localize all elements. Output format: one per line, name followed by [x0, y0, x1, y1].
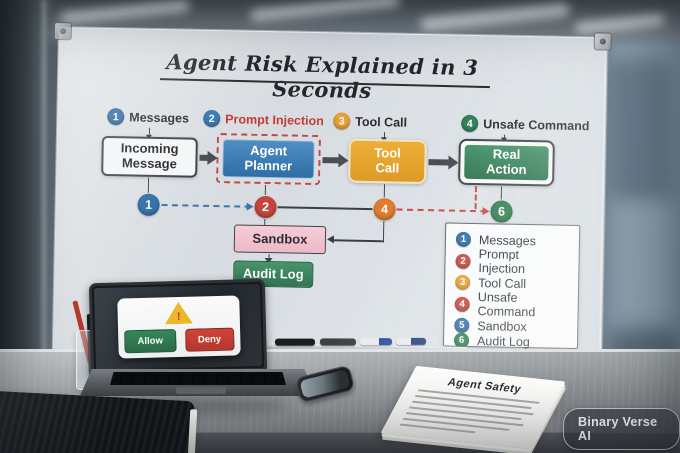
- number-badge-icon: 1: [107, 107, 125, 126]
- number-badge-icon: 1: [455, 231, 472, 247]
- allow-button[interactable]: Allow: [124, 329, 177, 354]
- legend-label: Prompt Injection: [478, 247, 526, 277]
- background-shelf: [610, 60, 672, 200]
- top-label-text: Messages: [129, 109, 190, 126]
- connector-box-to-step: [264, 185, 266, 196]
- flow-arrow-icon: [428, 155, 459, 170]
- box-tool-call: Tool Call: [348, 138, 427, 185]
- laptop-keyboard: [110, 372, 286, 385]
- step-circle-4: 4: [373, 198, 396, 221]
- step-circle-2: 2: [254, 195, 277, 219]
- legend-label: Messages: [478, 232, 537, 248]
- number-badge-icon: 3: [455, 274, 471, 290]
- connector-label-to-box: [148, 127, 151, 136]
- number-badge-icon: 4: [454, 296, 470, 312]
- box-agent-planner: Agent Planner: [222, 139, 315, 179]
- top-label-text: Tool Call: [355, 114, 408, 130]
- top-label-prompt-injection: 2 Prompt Injection: [203, 109, 324, 129]
- laptop-display: ! Allow Deny: [93, 283, 263, 371]
- background-shelf: [618, 205, 673, 320]
- number-badge-icon: 4: [461, 114, 479, 133]
- flow-arrow-icon: [199, 150, 218, 166]
- top-label-tool-call: 3 Tool Call: [333, 112, 407, 130]
- legend: 1 Messages 2 Prompt Injection 3 Tool Cal…: [442, 222, 581, 350]
- connector-label-to-box: [383, 132, 386, 139]
- legend-label: Unsafe Command: [477, 290, 536, 320]
- connector-label-to-box: [503, 134, 505, 139]
- laptop-trackpad: [176, 387, 226, 394]
- link-step4-down: [382, 221, 385, 243]
- watermark-badge: Binary Verse AI: [563, 408, 680, 450]
- legend-label: Sandbox: [477, 318, 527, 334]
- legend-label: Tool Call: [478, 275, 527, 291]
- step-link-2-4: [277, 206, 373, 211]
- box-incoming-message: Incoming Message: [101, 135, 198, 178]
- box-real-action-frame: Real Action: [458, 138, 555, 187]
- marker: [319, 338, 356, 346]
- step-link-1-2: [161, 202, 254, 211]
- link-step4-sandbox: [331, 239, 384, 243]
- flow-arrow-icon: [322, 153, 349, 168]
- box-sandbox: Sandbox: [233, 224, 327, 255]
- paper-title: Agent Safety: [445, 376, 523, 396]
- legend-label: Audit Log: [476, 333, 530, 349]
- connector-box-to-step: [500, 186, 502, 200]
- number-badge-icon: 3: [333, 112, 351, 130]
- mounting-bracket-icon: [53, 21, 73, 41]
- board-title: Agent Risk Explained in 3 Seconds: [166, 49, 479, 104]
- number-badge-icon: 2: [203, 109, 221, 128]
- top-label-unsafe-command: 4 Unsafe Command: [461, 114, 590, 134]
- warning-icon: !: [164, 302, 193, 325]
- prompt-injection-outline: Agent Planner: [216, 133, 321, 186]
- step-circle-1: 1: [137, 193, 160, 216]
- step-circle-6: 6: [490, 200, 513, 223]
- arrowhead-into-sandbox-icon: [326, 235, 335, 244]
- box-real-action: Real Action: [464, 144, 549, 181]
- top-label-text: Unsafe Command: [483, 116, 590, 133]
- number-badge-icon: 2: [455, 253, 471, 269]
- mounting-bracket-icon: [593, 32, 612, 51]
- legend-item-unsafe-command: 4 Unsafe Command: [454, 290, 568, 320]
- dialog-buttons: Allow Deny: [124, 327, 235, 354]
- step-link-4-6: [396, 207, 490, 216]
- window-frame-highlight: [42, 0, 46, 360]
- number-badge-icon: 5: [454, 317, 470, 333]
- laptop: ! Allow Deny: [80, 278, 320, 403]
- marker: [359, 338, 393, 346]
- laptop-screen: ! Allow Deny: [88, 278, 268, 376]
- legend-item-prompt-injection: 2 Prompt Injection: [455, 247, 569, 277]
- warning-exclamation: !: [176, 310, 181, 323]
- legend-item-audit-log: 6 Audit Log: [453, 332, 567, 350]
- deny-button[interactable]: Deny: [184, 327, 235, 352]
- top-label-messages: 1 Messages: [107, 107, 190, 127]
- unsafe-branch-line: [474, 186, 478, 210]
- number-badge-icon: 6: [453, 332, 470, 348]
- marker: [396, 337, 427, 345]
- connector-box-to-step: [383, 184, 386, 198]
- top-label-text: Prompt Injection: [225, 111, 324, 128]
- connector-box-to-step: [147, 177, 150, 193]
- permission-dialog: ! Allow Deny: [117, 295, 241, 359]
